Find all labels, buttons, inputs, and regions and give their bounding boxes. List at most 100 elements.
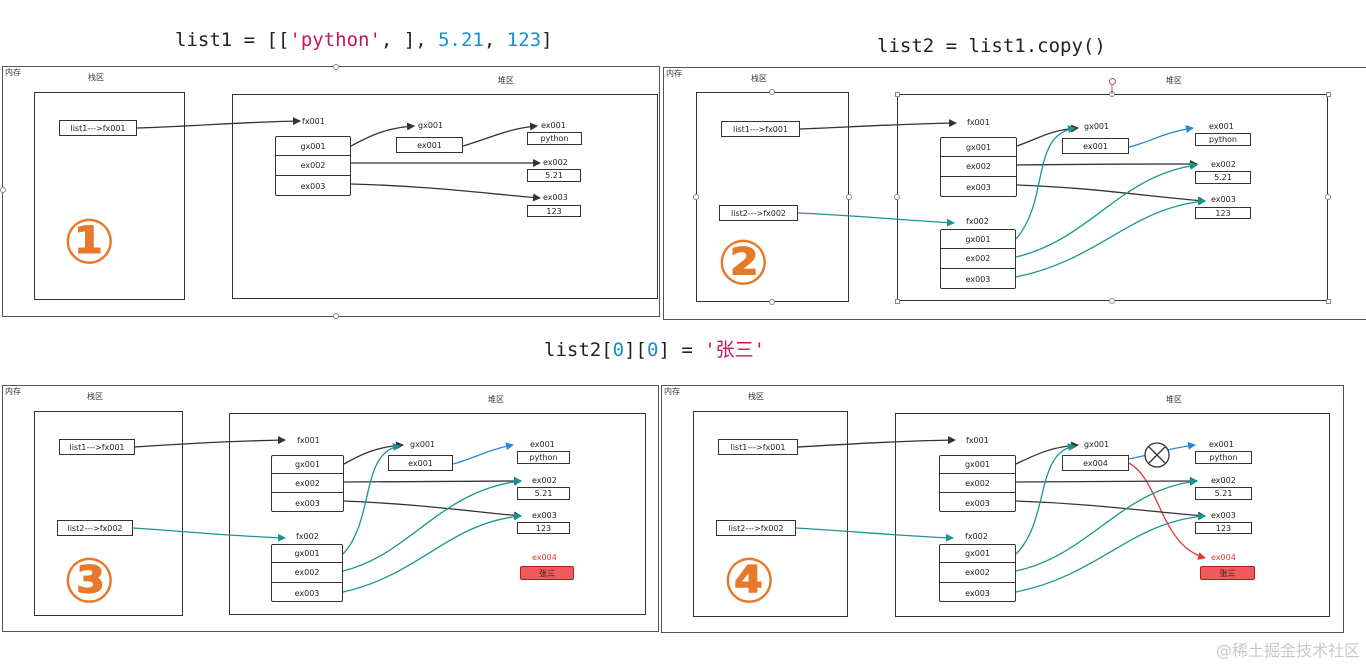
- arrow-ex003: [1015, 500, 1206, 520]
- value-5-21: 5.21: [1195, 171, 1251, 184]
- slot-ex002: ex002: [940, 474, 1015, 493]
- panel-4-heap: [895, 413, 1330, 617]
- slot-ex003: ex003: [300, 182, 326, 191]
- step-number-1: ①: [63, 205, 116, 278]
- label-ex004: ex004: [1211, 553, 1236, 562]
- arrow-ex001: [462, 122, 538, 147]
- selection-handle: [693, 194, 699, 200]
- value-python: python: [517, 451, 570, 464]
- memory-label: 内存: [664, 387, 680, 396]
- slot-ex003: ex003: [965, 498, 990, 508]
- list-gx001: ex001: [388, 455, 453, 471]
- heap-label: 堆区: [488, 395, 504, 404]
- label-gx001: gx001: [1084, 122, 1110, 131]
- value-zhangsan: 张三: [520, 566, 574, 580]
- value-python: python: [1195, 133, 1251, 146]
- stack-var-list2: list2--->fx002: [57, 520, 133, 536]
- panel-4-stack: [693, 411, 848, 617]
- label-fx002: fx002: [965, 532, 988, 541]
- arrow-fx002-gx001: [342, 443, 401, 555]
- caption-list2-copy: list2 = list1.copy(): [877, 35, 1106, 57]
- label-ex003: ex003: [1211, 195, 1236, 204]
- label-fx001: fx001: [966, 436, 989, 445]
- heap-label: 堆区: [498, 76, 514, 85]
- slot-gx001: gx001: [272, 456, 343, 474]
- stack-var-list2: list2--->fx002: [716, 520, 796, 536]
- slot-ex003: ex003: [966, 183, 991, 192]
- step-number-2: ②: [717, 226, 770, 299]
- selection-handle: [333, 64, 339, 70]
- slot-ex003: ex003: [295, 498, 320, 508]
- arrow-fx002-gx001: [1015, 125, 1076, 240]
- arrow-ex002: [1015, 477, 1198, 486]
- arrow-list2-fx002: [795, 527, 954, 542]
- label-ex003: ex003: [543, 193, 568, 202]
- arrow-fx002-ex002: [1015, 477, 1198, 572]
- label-ex002: ex002: [1211, 476, 1236, 485]
- list-fx002: gx001 ex002 ex003: [940, 229, 1016, 289]
- value-python: python: [1195, 451, 1252, 464]
- memory-label: 内存: [666, 69, 682, 78]
- arrow-list2-fx002: [132, 527, 286, 542]
- selection-handle: [846, 194, 852, 200]
- arrow-fx002-ex003: [1015, 197, 1206, 278]
- arrow-ex003: [1016, 184, 1206, 205]
- arrow-list2-fx002: [797, 212, 955, 227]
- label-ex004: ex004: [532, 553, 557, 562]
- label-ex002: ex002: [1211, 160, 1236, 169]
- list-gx001: ex001: [1062, 138, 1129, 154]
- arrow-gx001: [350, 122, 415, 147]
- stack-label: 栈区: [748, 392, 764, 401]
- value-123: 123: [517, 522, 570, 534]
- label-fx002: fx002: [296, 532, 319, 541]
- slot-gx001: gx001: [940, 545, 1015, 563]
- label-ex003: ex003: [532, 511, 557, 520]
- caption-list1-assign: list1 = [['python', ], 5.21, 123]: [175, 29, 553, 51]
- slot-ex003: ex003: [294, 588, 320, 598]
- panel-3-heap: [229, 413, 646, 615]
- stack-var-list1: list1--->fx001: [59, 439, 135, 455]
- list-fx001: gx001 ex002 ex003: [275, 136, 351, 196]
- list-gx001: ex004: [1062, 455, 1129, 471]
- selection-handle: [1325, 194, 1331, 200]
- slot-ex002: ex002: [276, 156, 350, 176]
- panel-1-stack: [34, 92, 185, 300]
- arrow-fx002-ex002: [1015, 161, 1198, 258]
- stack-var-list1: list1--->fx001: [721, 121, 800, 137]
- slot-ex002: ex002: [941, 157, 1016, 177]
- panel-1-heap: [232, 94, 658, 299]
- selection-handle[interactable]: [895, 92, 900, 97]
- slot-gx001: gx001: [941, 230, 1015, 249]
- label-ex001: ex001: [530, 440, 555, 449]
- arrow-ex002: [343, 477, 522, 486]
- label-fx001: fx001: [297, 436, 320, 445]
- stack-var-list1: list1--->fx001: [59, 120, 137, 136]
- stack-var-list2: list2--->fx002: [719, 205, 798, 221]
- value-123: 123: [1195, 207, 1251, 219]
- watermark: @稀土掘金技术社区: [1215, 641, 1360, 660]
- selection-handle[interactable]: [895, 299, 900, 304]
- label-ex002: ex002: [532, 476, 557, 485]
- slot-ex002: ex002: [272, 563, 342, 583]
- heap-label: 堆区: [1166, 395, 1182, 404]
- stack-label: 栈区: [751, 74, 767, 83]
- value-5-21: 5.21: [527, 169, 581, 182]
- list-fx002: gx001 ex002 ex003: [939, 544, 1016, 602]
- label-fx002: fx002: [966, 217, 989, 226]
- selection-handle: [769, 89, 775, 95]
- slot-ex002: ex002: [940, 563, 1015, 583]
- selection-handle: [0, 187, 6, 193]
- list-fx001: gx001 ex002 ex003: [940, 137, 1017, 197]
- stack-label: 栈区: [88, 73, 104, 82]
- selection-handle[interactable]: [1326, 299, 1331, 304]
- arrow-ex003: [343, 500, 522, 520]
- selection-handle[interactable]: [1326, 92, 1331, 97]
- slot-gx001: gx001: [941, 138, 1016, 157]
- value-123: 123: [527, 205, 581, 217]
- value-123: 123: [1195, 522, 1252, 534]
- slot-ex002: ex002: [272, 474, 343, 493]
- label-ex003: ex003: [1211, 511, 1236, 520]
- label-gx001: gx001: [418, 121, 444, 130]
- step-number-4: ④: [723, 544, 776, 617]
